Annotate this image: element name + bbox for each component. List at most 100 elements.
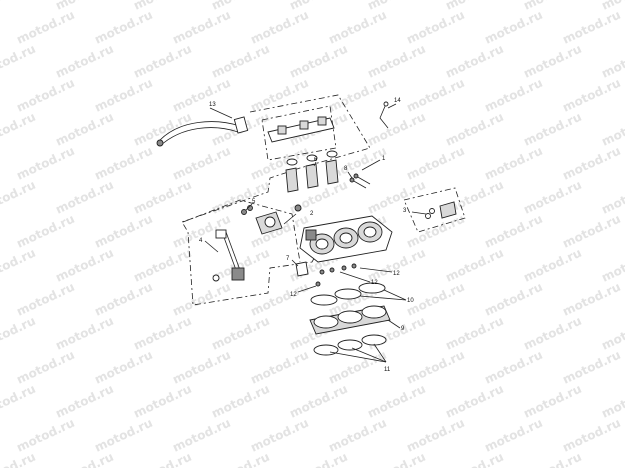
screws-8 [349, 173, 371, 189]
watermark-text: motod.ru [521, 110, 583, 149]
watermark-text: motod.ru [131, 314, 193, 353]
watermark-text: motod.ru [482, 8, 544, 47]
watermark-text: motod.ru [14, 280, 76, 319]
watermark-text: motod.ru [209, 314, 271, 353]
watermark-text: motod.ru [521, 450, 583, 468]
watermark-text: motod.ru [248, 144, 310, 183]
assembly-boundary-sensor [403, 187, 466, 233]
watermark-text: motod.ru [92, 76, 154, 115]
watermark-text: motod.ru [482, 76, 544, 115]
watermark-text: motod.ru [599, 110, 625, 149]
callout-7: 7 [286, 256, 290, 262]
watermark-text: motod.ru [0, 178, 38, 217]
watermark-text: motod.ru [14, 76, 76, 115]
watermark-text: motod.ru [131, 246, 193, 285]
watermark-text: motod.ru [53, 110, 115, 149]
callout-1: 1 [382, 156, 386, 162]
fuel-injectors [285, 150, 339, 193]
watermark-text: motod.ru [131, 450, 193, 468]
watermark-text: motod.ru [131, 42, 193, 81]
callout-12-right: 12 [393, 271, 400, 277]
watermark-text: motod.ru [248, 8, 310, 47]
watermark-text: motod.ru [326, 416, 388, 455]
watermark-text: motod.ru [404, 348, 466, 387]
watermark-text: motod.ru [521, 382, 583, 421]
watermark-text: motod.ru [287, 382, 349, 421]
watermark-text: motod.ru [287, 42, 349, 81]
callout-9: 9 [401, 326, 405, 332]
watermark-text: motod.ru [482, 348, 544, 387]
watermark-text: motod.ru [560, 280, 622, 319]
watermark-text: motod.ru [365, 178, 427, 217]
watermark-text: motod.ru [560, 76, 622, 115]
watermark-text: motod.ru [287, 450, 349, 468]
watermark-text: motod.ru [599, 42, 625, 81]
watermark-text: motod.ru [14, 212, 76, 251]
watermark-text: motod.ru [92, 348, 154, 387]
throttle-sensor [255, 204, 302, 235]
callout-8: 8 [344, 166, 348, 172]
intake-rubbers-9 [309, 305, 391, 335]
watermark-text: motod.ru [521, 314, 583, 353]
callout-6: 6 [314, 157, 318, 163]
watermark-text: motod.ru [482, 212, 544, 251]
watermark-text: motod.ru [404, 280, 466, 319]
callout-5: 5 [252, 199, 256, 205]
watermark-text: motod.ru [14, 8, 76, 47]
watermark-text: motod.ru [53, 314, 115, 353]
watermark-text: motod.ru [326, 348, 388, 387]
callout-12-left: 12 [290, 292, 297, 298]
watermark-text: motod.ru [0, 382, 38, 421]
watermark-text: motod.ru [248, 348, 310, 387]
callout-2: 2 [310, 211, 314, 217]
watermark-text: motod.ru [443, 450, 505, 468]
watermark-text: motod.ru [170, 280, 232, 319]
watermark-text: motod.ru [560, 348, 622, 387]
watermark-text: motod.ru [170, 76, 232, 115]
watermark-text: motod.ru [209, 178, 271, 217]
watermark-text: motod.ru [521, 42, 583, 81]
watermark-text: motod.ru [209, 42, 271, 81]
watermark-text: motod.ru [0, 246, 38, 285]
watermark-text: motod.ru [248, 76, 310, 115]
vacuum-pipe [379, 101, 389, 129]
watermark-text: motod.ru [170, 348, 232, 387]
watermark-text: motod.ru [0, 42, 38, 81]
callout-12-mid: 12 [371, 280, 378, 286]
watermark-text: motod.ru [53, 450, 115, 468]
assembly-boundary-main [181, 94, 381, 306]
fuel-hose [156, 116, 249, 147]
gaskets-10 [310, 282, 386, 306]
watermark-text: motod.ru [443, 42, 505, 81]
watermark-text: motod.ru [0, 110, 38, 149]
assembly-boundary-throttle [182, 199, 301, 263]
watermark-text: motod.ru [443, 110, 505, 149]
watermark-text: motod.ru [560, 416, 622, 455]
watermark-text: motod.ru [92, 8, 154, 47]
callout-labels: 1 2 3 4 5 6 7 8 9 10 11 12 12 12 13 14 [199, 98, 414, 373]
watermark-text: motod.ru [53, 42, 115, 81]
watermark-text: motod.ru [560, 144, 622, 183]
watermark-text: motod.ru [404, 76, 466, 115]
callout-4: 4 [199, 238, 203, 244]
watermark-text: motod.ru [14, 348, 76, 387]
watermark-text: motod.ru [404, 416, 466, 455]
watermark-text: motod.ru [209, 450, 271, 468]
watermark-text: motod.ru [53, 382, 115, 421]
fuel-rail [267, 116, 335, 143]
watermark-text: motod.ru [0, 0, 38, 13]
watermark-text: motod.ru [365, 110, 427, 149]
callout-11: 11 [384, 367, 391, 373]
watermark-text: motod.ru [443, 382, 505, 421]
watermark-text: motod.ru [209, 382, 271, 421]
watermark-text: motod.ru [560, 212, 622, 251]
watermark-text: motod.ru [365, 382, 427, 421]
watermark-text: motod.ru [599, 178, 625, 217]
watermark-text: motod.ru [170, 416, 232, 455]
air-temp-sensor [212, 229, 245, 282]
watermark-text: motod.ru [482, 416, 544, 455]
throttle-body [299, 215, 393, 263]
watermark-text: motod.ru [599, 450, 625, 468]
